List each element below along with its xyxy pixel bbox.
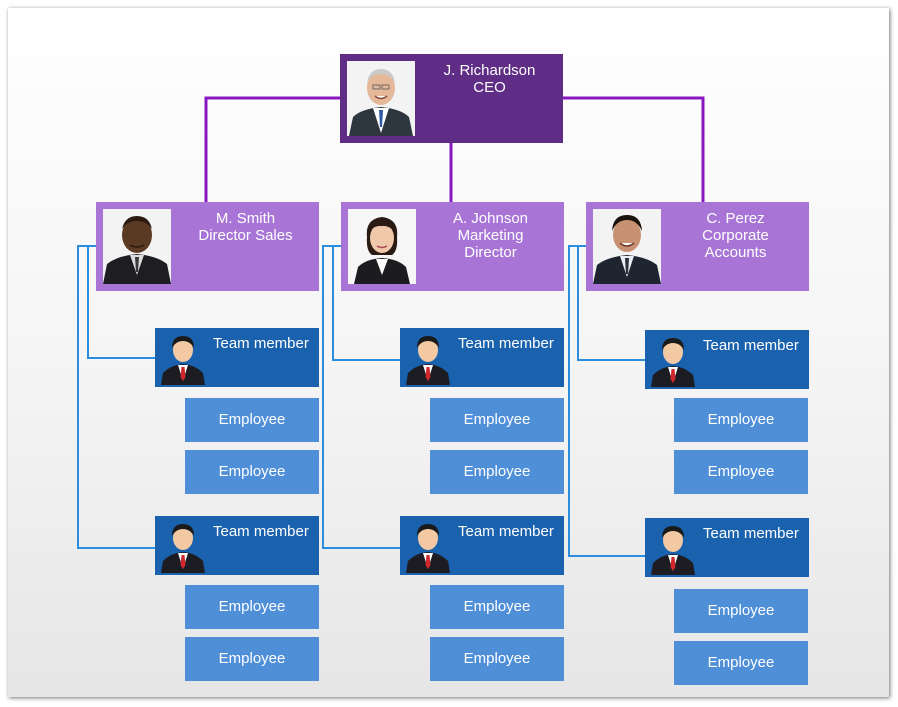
perez-title-line-1: Corporate bbox=[702, 227, 769, 244]
ceo-photo bbox=[347, 61, 415, 136]
team-member-label: Team member bbox=[703, 525, 799, 542]
ceo-box: J. Richardson CEO bbox=[340, 54, 563, 143]
team-member-avatar-icon bbox=[157, 519, 209, 573]
manager-box-johnson: A. Johnson Marketing Director bbox=[341, 202, 564, 291]
team-member-box: Team member bbox=[400, 328, 564, 387]
johnson-team2-connector bbox=[322, 245, 400, 549]
team-member-avatar-icon bbox=[647, 521, 699, 575]
employee-box: Employee bbox=[430, 398, 564, 442]
team-member-box: Team member bbox=[155, 328, 319, 387]
team-member-avatar-icon bbox=[157, 331, 209, 385]
smith-title-line: Director Sales bbox=[198, 227, 293, 244]
smith-photo bbox=[103, 209, 171, 284]
employee-box: Employee bbox=[430, 585, 564, 629]
smith-team2-connector bbox=[77, 245, 155, 549]
team-member-box: Team member bbox=[155, 516, 319, 575]
team-member-avatar-icon bbox=[402, 331, 454, 385]
smith-name: M. Smith bbox=[215, 210, 276, 227]
johnson-photo bbox=[348, 209, 416, 284]
employee-box: Employee bbox=[674, 641, 808, 685]
team-member-label: Team member bbox=[458, 335, 554, 352]
ceo-name-block: J. Richardson CEO bbox=[420, 62, 559, 96]
team-member-label: Team member bbox=[213, 523, 309, 540]
johnson-name-block: A. Johnson Marketing Director bbox=[421, 210, 560, 261]
team-member-label: Team member bbox=[703, 337, 799, 354]
perez-team2-connector bbox=[568, 245, 645, 557]
team-member-avatar-icon bbox=[402, 519, 454, 573]
perez-title-line-2: Accounts bbox=[704, 244, 767, 261]
employee-box: Employee bbox=[674, 589, 808, 633]
employee-box: Employee bbox=[674, 398, 808, 442]
team-member-box: Team member bbox=[400, 516, 564, 575]
johnson-title-line-1: Marketing bbox=[457, 227, 524, 244]
team-member-label: Team member bbox=[458, 523, 554, 540]
employee-box: Employee bbox=[185, 450, 319, 494]
manager-box-smith: M. Smith Director Sales bbox=[96, 202, 319, 291]
employee-box: Employee bbox=[185, 637, 319, 681]
ceo-name: J. Richardson bbox=[443, 62, 536, 79]
ceo-to-smith-connector bbox=[204, 96, 340, 202]
johnson-name: A. Johnson bbox=[452, 210, 529, 227]
johnson-title-line-2: Director bbox=[464, 244, 517, 261]
employee-box: Employee bbox=[185, 398, 319, 442]
ceo-title: CEO bbox=[473, 79, 506, 96]
employee-box: Employee bbox=[430, 637, 564, 681]
employee-box: Employee bbox=[185, 585, 319, 629]
team-member-avatar-icon bbox=[647, 333, 699, 387]
ceo-to-perez-connector bbox=[563, 96, 705, 202]
employee-box: Employee bbox=[674, 450, 808, 494]
perez-name-block: C. Perez Corporate Accounts bbox=[666, 210, 805, 261]
perez-name: C. Perez bbox=[706, 210, 765, 227]
team-member-box: Team member bbox=[645, 518, 809, 577]
smith-name-block: M. Smith Director Sales bbox=[176, 210, 315, 244]
manager-box-perez: C. Perez Corporate Accounts bbox=[586, 202, 809, 291]
team-member-label: Team member bbox=[213, 335, 309, 352]
perez-photo bbox=[593, 209, 661, 284]
employee-box: Employee bbox=[430, 450, 564, 494]
team-member-box: Team member bbox=[645, 330, 809, 389]
